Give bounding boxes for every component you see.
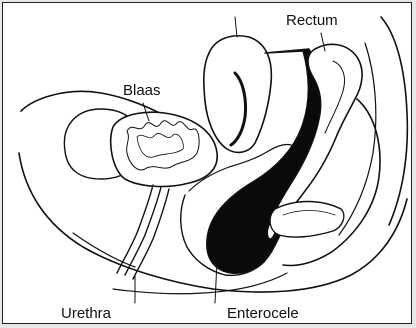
skin-curve-right (381, 17, 407, 225)
label-urethra: Urethra (61, 306, 111, 321)
perineum-line (73, 233, 135, 267)
label-rectum: Rectum (286, 13, 338, 28)
coccyx-plate (270, 202, 344, 238)
pelvic-floor (113, 273, 287, 294)
urethra-tube-3 (133, 189, 169, 279)
leader-uterus-top (235, 17, 237, 37)
label-enterocele: Enterocele (227, 306, 299, 321)
uterus (204, 36, 272, 153)
anatomy-diagram (3, 3, 412, 324)
figure-frame: Rectum Blaas Urethra Enterocele (2, 2, 412, 324)
label-bladder: Blaas (123, 83, 161, 98)
